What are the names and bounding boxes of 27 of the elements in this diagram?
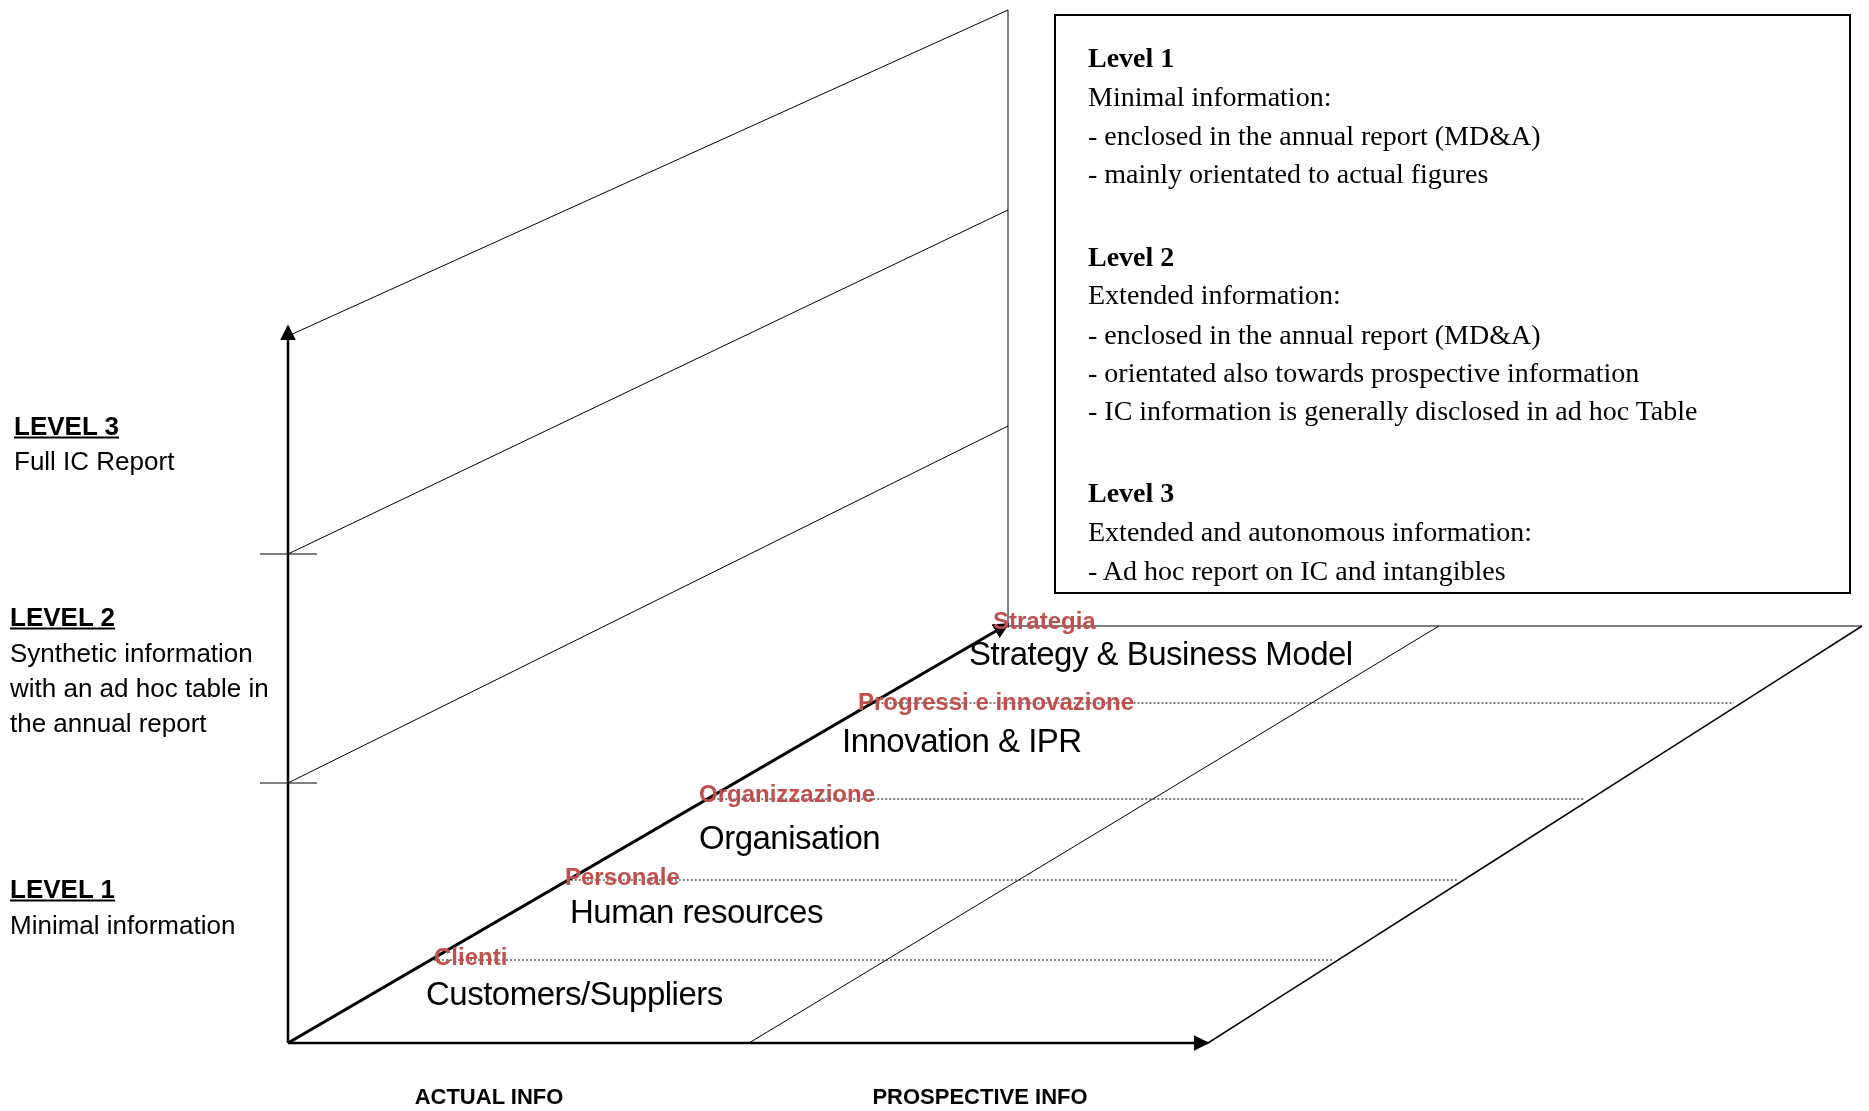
text-box	[1054, 14, 1851, 594]
description-text: Extended information:	[1088, 278, 1341, 312]
category-label: Innovation & IPR	[842, 722, 1082, 760]
description-text: Minimal information:	[1088, 80, 1332, 114]
category-label: Strategy & Business Model	[969, 635, 1353, 673]
category-label: Customers/Suppliers	[426, 975, 723, 1013]
category-label: Organisation	[699, 819, 881, 857]
description-text: - Ad hoc report on IC and intangibles	[1088, 554, 1506, 588]
level-heading: Level 1	[1088, 41, 1175, 75]
level-title: LEVEL 3	[14, 410, 119, 442]
description-text: - enclosed in the annual report (MD&A)	[1088, 318, 1541, 352]
description-text: Extended and autonomous information:	[1088, 515, 1533, 549]
axis-title: ACTUAL INFO	[414, 1084, 564, 1110]
level-description: Minimal information	[10, 909, 236, 941]
level-heading: Level 2	[1088, 240, 1175, 274]
description-text: - enclosed in the annual report (MD&A)	[1088, 119, 1541, 153]
level-description: Full IC Report	[14, 445, 175, 477]
description-text: - IC information is generally disclosed in ad hoc Table	[1088, 394, 1698, 428]
level-description: Synthetic information with an ad hoc table in the annual report	[10, 636, 270, 740]
axis-title: PROSPECTIVE INFO	[872, 1084, 1088, 1110]
level-heading: Level 3	[1088, 476, 1175, 510]
level-title: LEVEL 2	[10, 601, 115, 633]
category-label: Human resources	[570, 893, 823, 931]
description-text: - orientated also towards prospective information	[1088, 356, 1640, 390]
description-text: - mainly orientated to actual figures	[1088, 157, 1489, 191]
italian-category: Clienti	[434, 943, 508, 971]
level-title: LEVEL 1	[10, 873, 115, 905]
